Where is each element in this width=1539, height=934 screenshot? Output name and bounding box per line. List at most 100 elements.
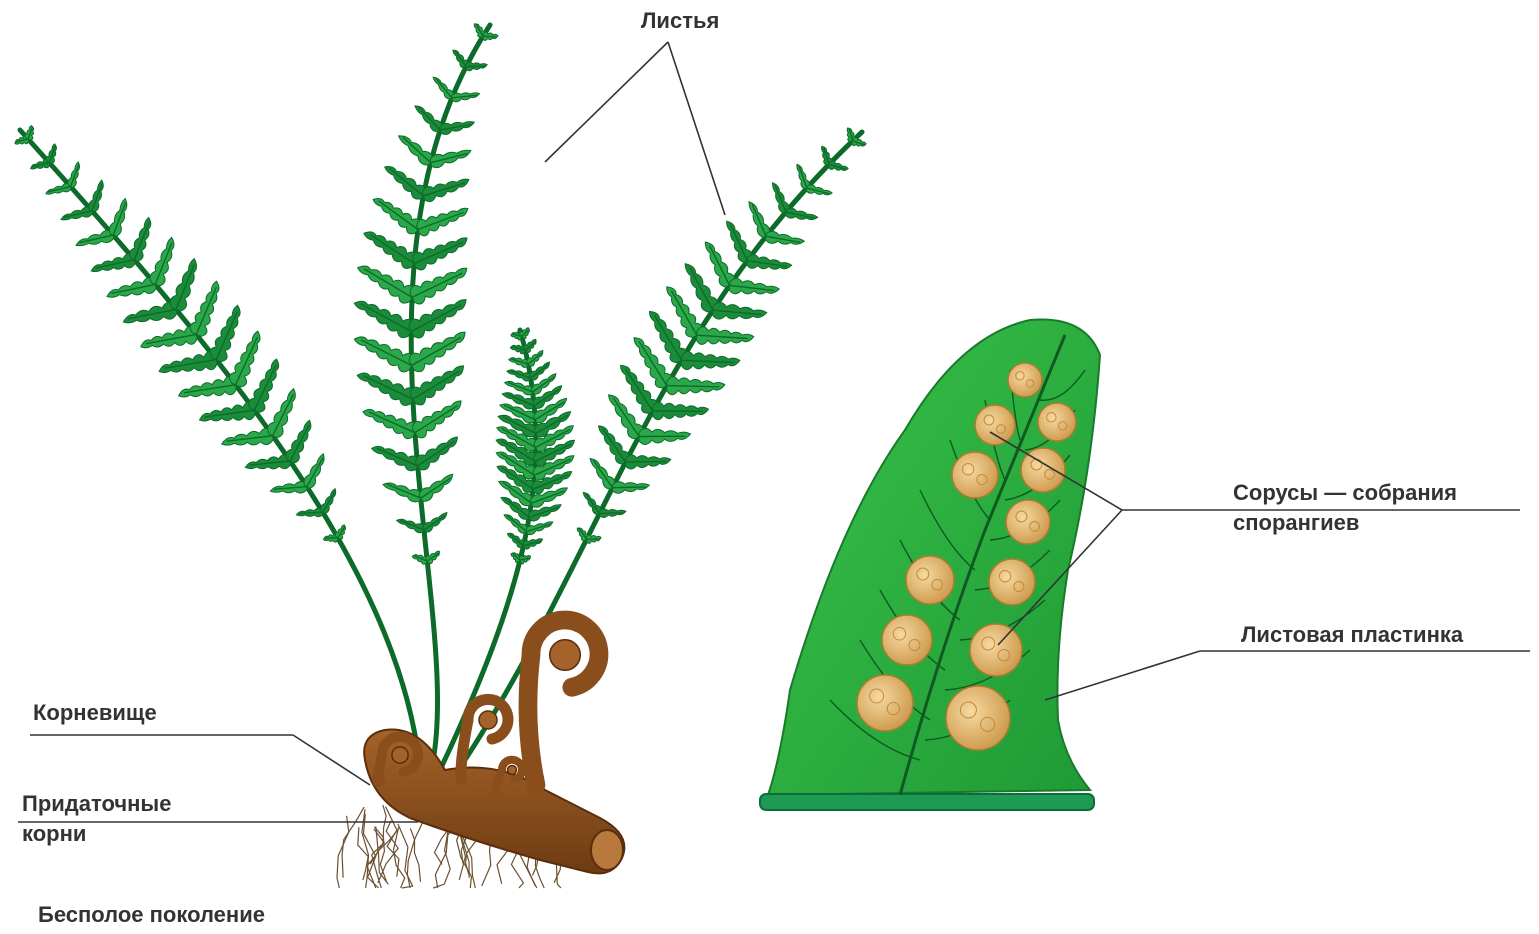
frond-left-pinna — [188, 279, 227, 338]
frond-left-pinna — [108, 197, 133, 237]
sorus — [1006, 500, 1050, 544]
frond-left-pinna — [302, 452, 330, 490]
frond-center-pinna-vein — [418, 441, 455, 465]
frond-center-pinna — [421, 510, 450, 534]
label-leaf-blade: Листовая пластинка — [1241, 620, 1463, 650]
label-roots-line1: Придаточные — [22, 791, 171, 816]
label-adventitious-roots: Придаточные корни — [22, 789, 171, 849]
leader-line — [293, 735, 370, 785]
frond-left-pinna — [198, 402, 256, 427]
frond-center-pinna-vein — [361, 340, 412, 366]
frond-left-pinna — [319, 487, 340, 514]
frond-inner — [440, 326, 578, 770]
frond-left-pinna — [105, 277, 157, 302]
frond-right-pinna — [612, 481, 649, 493]
frond-center-pinna-vein — [411, 305, 461, 332]
frond-center-pinna-vein — [379, 201, 418, 230]
sorus — [970, 624, 1022, 676]
frond-center — [351, 21, 498, 775]
root-strand — [398, 824, 413, 888]
frond-left-pinna — [296, 508, 323, 518]
frond-left-rachis — [20, 130, 420, 770]
frond-left-pinna — [45, 183, 72, 197]
frond-left-pinna — [221, 428, 274, 450]
frond-center-pinna-vein — [390, 168, 424, 195]
label-generation: Бесполое поколение — [38, 900, 265, 930]
frond-center-pinna-vein — [483, 36, 496, 37]
label-leaves: Листья — [641, 6, 719, 36]
frond-left-pinna — [139, 326, 198, 354]
fiddlehead-tiny-coil — [508, 766, 517, 775]
leader-lines — [18, 42, 1530, 822]
frond-right-pinna-vein — [603, 429, 626, 462]
frond-right-pinna — [746, 254, 792, 274]
frond-right-pinna — [729, 278, 780, 299]
label-rhizome: Корневище — [33, 698, 157, 728]
frond-center-pinna-vein — [415, 406, 458, 433]
root-strand — [407, 816, 426, 889]
frond-right-pinna-vein — [613, 398, 639, 436]
sorus — [857, 675, 913, 731]
root-strand — [364, 814, 376, 888]
pinna-group — [760, 319, 1100, 810]
sorus — [1008, 363, 1042, 397]
frond-center-pinna-vein — [466, 66, 485, 67]
frond-right-pinna-vein — [654, 315, 681, 360]
frond-left-pinna — [247, 356, 287, 414]
frond-left-pinna — [89, 253, 135, 276]
rhizome-cut-end — [591, 830, 623, 870]
sorus — [975, 405, 1015, 445]
leader-line — [1045, 651, 1200, 700]
frond-right-pinna — [828, 160, 849, 173]
leader-line — [545, 42, 668, 162]
frond-center-pinna — [412, 101, 444, 134]
label-roots-line2: корни — [22, 821, 86, 846]
sorus — [989, 559, 1035, 605]
frond-center-pinna — [483, 32, 498, 41]
frond-right-pinna-vein — [671, 291, 696, 335]
frond-left-pinna — [148, 235, 181, 287]
frond-right-pinna — [785, 207, 819, 223]
frond-center-pinna — [369, 439, 420, 472]
frond-right-pinna — [667, 377, 725, 396]
frond-left-pinna — [87, 179, 108, 213]
fiddlehead-large — [528, 620, 599, 785]
frond-right-pinna-vein — [639, 341, 667, 385]
frond-left-pinna — [45, 143, 60, 164]
frond-center-pinna-vein — [364, 269, 412, 298]
frond-right-pinna — [712, 302, 767, 324]
frond-left-pinna — [177, 376, 237, 403]
frond-left — [14, 125, 420, 770]
sorus — [906, 556, 954, 604]
fronds-group — [14, 21, 867, 775]
frond-right-pinna — [653, 402, 709, 420]
frond-left-pinna — [270, 481, 308, 495]
frond-center-pinna — [466, 62, 487, 71]
frond-left-pinna — [265, 386, 302, 439]
frond-right-pinna — [639, 428, 691, 444]
fiddlehead-medium-coil — [479, 711, 497, 729]
frond-left-pinna — [244, 454, 290, 472]
sorus — [952, 452, 998, 498]
frond-center-pinna — [395, 130, 435, 168]
frond-right-pinna — [681, 351, 740, 372]
frond-center-pinna-vein — [370, 234, 414, 263]
frond-center-pinna-vein — [419, 107, 441, 130]
fiddlehead-large-coil — [550, 640, 581, 671]
pinna-rachis — [760, 794, 1094, 810]
frond-left-pinna — [121, 301, 177, 328]
frond-center-pinna-vein — [403, 137, 431, 162]
frond-left-pinna — [284, 418, 318, 465]
frond-right-pinna — [806, 184, 833, 198]
sorus — [946, 686, 1010, 750]
frond-center-pinna — [360, 402, 418, 441]
frond-center-pinna — [417, 471, 457, 504]
label-sori-line1: Сорусы — собрания — [1233, 480, 1457, 505]
frond-center-pinna-vein — [413, 371, 460, 399]
frond-right-pinna — [625, 454, 670, 469]
frond-right-pinna-vein — [625, 369, 652, 411]
frond-left-pinna-vein — [254, 365, 276, 410]
frond-center-pinna-vein — [361, 304, 411, 331]
frond-center-pinna — [381, 160, 428, 202]
